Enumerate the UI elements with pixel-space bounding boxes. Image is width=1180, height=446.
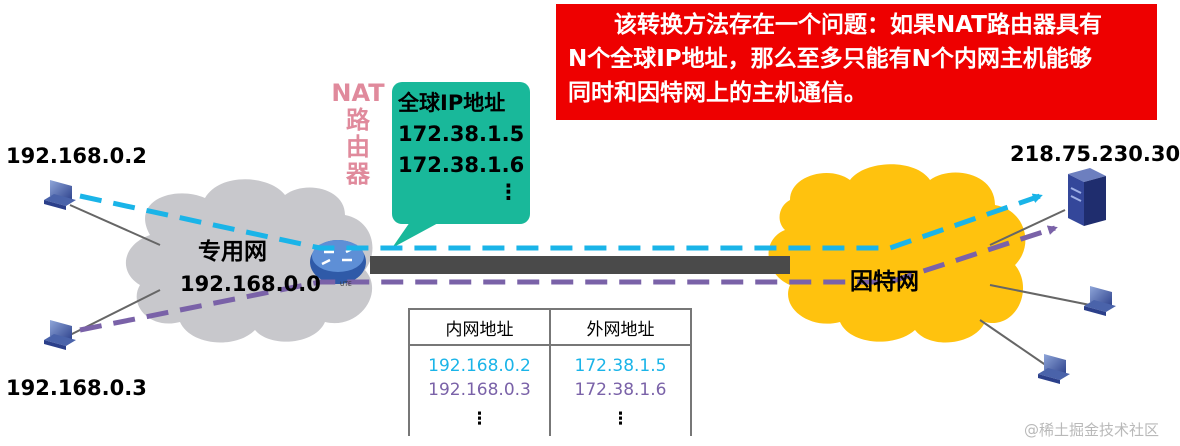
global-ip-1: 172.38.1.5 bbox=[398, 122, 525, 146]
link-host-a bbox=[69, 204, 161, 246]
router-badge: UTE bbox=[340, 281, 352, 288]
nat-label-line-1: NAT bbox=[331, 79, 385, 107]
row3-outer: ⋮ bbox=[549, 402, 692, 436]
row1-outer: 172.38.1.5 bbox=[549, 345, 692, 378]
nat-router-label: NAT 路 由 器 bbox=[328, 80, 388, 188]
server-icon bbox=[1068, 168, 1106, 226]
host-a-ip: 192.168.0.2 bbox=[6, 144, 147, 168]
internet-name: 因特网 bbox=[850, 269, 919, 295]
global-ip-more: ⋮ bbox=[498, 180, 519, 204]
global-ip-title: 全球IP地址 bbox=[398, 91, 506, 115]
private-network-name: 专用网 bbox=[198, 239, 267, 265]
global-ip-bubble bbox=[392, 82, 530, 248]
host-b-ip: 192.168.0.3 bbox=[6, 376, 147, 400]
nat-mapping-table: 内网地址 外网地址 192.168.0.2 172.38.1.5 192.168… bbox=[408, 308, 692, 436]
global-ip-2: 172.38.1.6 bbox=[398, 153, 525, 177]
row1-inner: 192.168.0.2 bbox=[408, 345, 551, 378]
link-server bbox=[989, 209, 1066, 246]
callout-line-1: 该转换方法存在一个问题：如果NAT路由器具有 bbox=[614, 12, 1102, 38]
row3-inner: ⋮ bbox=[408, 402, 551, 436]
warning-callout: 该转换方法存在一个问题：如果NAT路由器具有 N个全球IP地址，那么至多只能有N… bbox=[556, 4, 1157, 120]
link-host-r1 bbox=[989, 284, 1091, 306]
server-ip: 218.75.230.30 bbox=[1010, 142, 1180, 166]
table-row: 192.168.0.3 172.38.1.6 bbox=[408, 378, 692, 402]
row2-outer: 172.38.1.6 bbox=[549, 378, 692, 402]
host-b-pc-icon bbox=[44, 320, 76, 350]
table-row: 192.168.0.2 172.38.1.5 bbox=[408, 345, 692, 378]
blue-translation-path bbox=[79, 193, 1043, 251]
link-host-r2 bbox=[979, 319, 1051, 369]
row2-inner: 192.168.0.3 bbox=[408, 378, 551, 402]
private-network-address: 192.168.0.0 bbox=[180, 272, 321, 296]
host-r1-pc-icon bbox=[1084, 286, 1116, 316]
internet-cloud bbox=[768, 164, 1026, 343]
table-header-row: 内网地址 外网地址 bbox=[408, 308, 692, 346]
nat-label-line-3: 由 bbox=[346, 133, 370, 161]
nat-label-line-4: 器 bbox=[346, 160, 370, 188]
nat-label-line-2: 路 bbox=[346, 106, 370, 134]
host-a-pc-icon bbox=[44, 180, 76, 210]
global-ip-list: 全球IP地址 172.38.1.5 172.38.1.6 ⋮ bbox=[398, 88, 524, 203]
trunk-link bbox=[370, 256, 790, 274]
callout-line-2: N个全球IP地址，那么至多只能有N个内网主机能够 bbox=[568, 46, 1092, 72]
purple-translation-path bbox=[79, 225, 1058, 333]
header-inner-address: 内网地址 bbox=[408, 308, 551, 346]
header-outer-address: 外网地址 bbox=[549, 308, 692, 346]
host-r2-pc-icon bbox=[1038, 354, 1070, 384]
watermark: @稀土掘金技术社区 bbox=[1023, 421, 1159, 439]
table-row: ⋮ ⋮ bbox=[408, 402, 692, 436]
callout-line-3: 同时和因特网上的主机通信。 bbox=[568, 80, 867, 106]
